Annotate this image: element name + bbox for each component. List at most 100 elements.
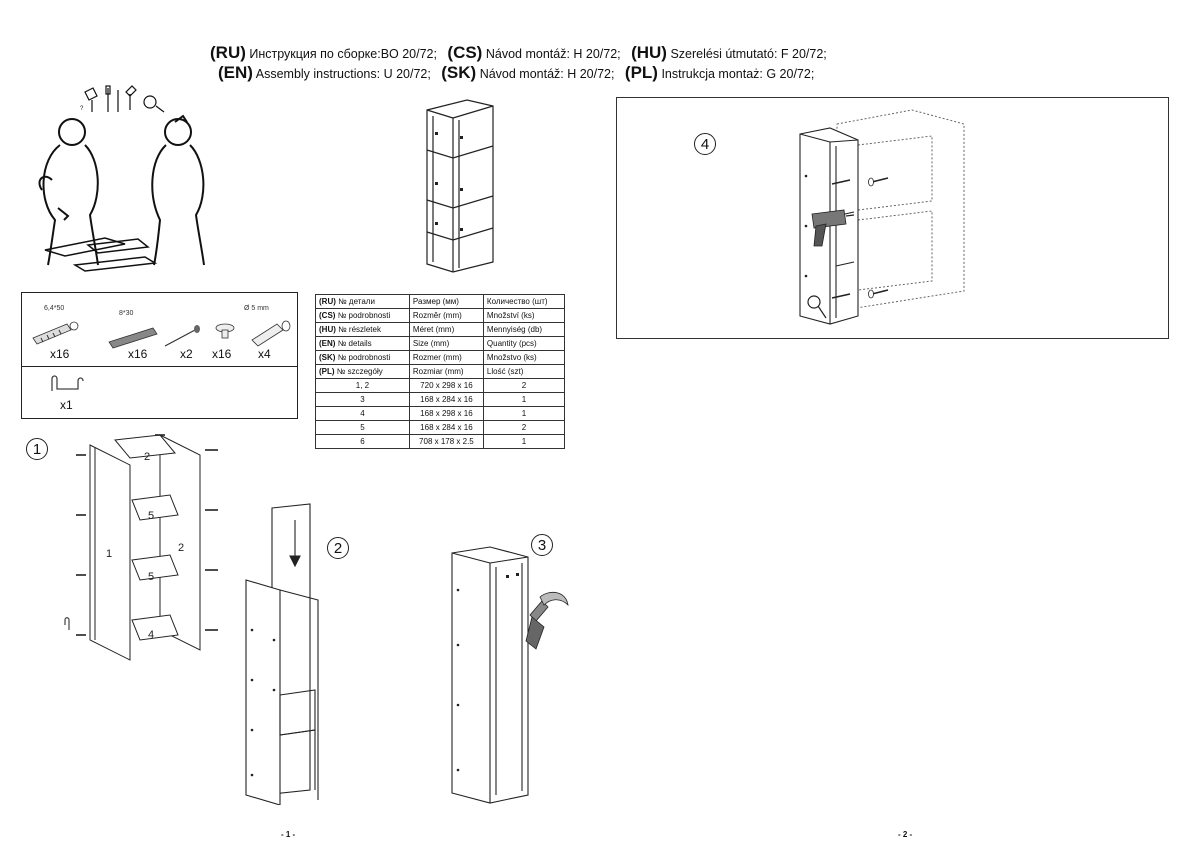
screw-icon — [251, 320, 291, 347]
part-label-shelf-a: 5 — [148, 510, 154, 522]
hardware-icons — [32, 320, 291, 349]
header-line-2: (EN) Assembly instructions: U 20/72; (SK… — [218, 63, 814, 83]
nail-icon — [164, 325, 200, 347]
pin-size-label: 8*30 — [119, 310, 134, 317]
wrench-icon — [807, 295, 827, 319]
lang-code: (HU) — [631, 43, 667, 62]
lang-code: (HU) — [319, 325, 336, 334]
step-3-nailing-diagram — [451, 546, 569, 804]
screw-qty: x4 — [258, 347, 271, 361]
cap-icon — [215, 323, 235, 339]
col-size: Rozměr (mm) — [408, 308, 484, 323]
part-label-bottom: 4 — [148, 629, 154, 641]
lang-code: (RU) — [319, 297, 336, 306]
lang-code: (RU) — [210, 43, 246, 62]
table-row: 4 168 x 298 x 16 1 — [315, 406, 566, 421]
col-detail: № részletek — [338, 325, 381, 334]
table-row: (CS) № podrobnosti Rozměr (mm) Množství … — [315, 308, 566, 323]
screw-size-label: Ø 5 mm — [244, 305, 269, 312]
col-size: Размер (мм) — [408, 294, 484, 309]
col-detail: № детали — [338, 297, 375, 306]
table-row: (PL) № szczegóły Rozmiar (mm) Llość (szt… — [315, 364, 566, 379]
col-detail: № podrobnosti — [337, 311, 391, 320]
lang-code: (SK) — [319, 353, 336, 362]
header-line-1: (RU) Инструкция по сборке:BO 20/72; (CS)… — [210, 43, 827, 63]
col-qty: Количество (шт) — [482, 294, 566, 309]
header-text: Instrukcja montaż: G 20/72; — [661, 67, 815, 81]
part-label-top: 2 — [144, 451, 150, 463]
lang-code: (CS) — [447, 43, 483, 62]
table-row: 1, 2 720 x 298 x 16 2 — [315, 378, 566, 393]
pin-qty: x16 — [128, 347, 148, 361]
lang-code: (SK) — [441, 63, 477, 82]
table-row: (SK) № podrobnosti Rozmer (mm) Množstvo … — [315, 350, 566, 365]
page-number-right: - 2 - — [898, 830, 913, 839]
col-size: Size (mm) — [408, 336, 484, 351]
step-2-back-panel-diagram — [245, 503, 319, 805]
part-size: 168 x 298 x 16 — [408, 406, 484, 421]
tools-icon: ? — [80, 85, 165, 113]
drill-icon — [811, 209, 855, 247]
dowel-qty: x16 — [50, 347, 70, 361]
parts-spec-table: (RU) № детали Размер (мм) Количество (шт… — [315, 294, 566, 449]
col-size: Rozmer (mm) — [408, 350, 484, 365]
page-number-left: - 1 - — [281, 830, 296, 839]
hook-qty: x1 — [60, 398, 73, 412]
part-number: 5 — [315, 420, 410, 435]
table-row: 5 168 x 284 x 16 2 — [315, 420, 566, 435]
col-detail: № details — [337, 339, 372, 348]
part-number: 4 — [315, 406, 410, 421]
step-4-wall-mount-diagram — [799, 109, 965, 325]
col-qty: Quantity (pcs) — [482, 336, 566, 351]
part-size: 708 x 178 x 2.5 — [408, 434, 484, 449]
step-4-number: 4 — [694, 133, 716, 155]
header-text: Návod montáž: H 20/72; — [485, 47, 621, 61]
col-qty: Llość (szt) — [482, 364, 566, 379]
table-row: (HU) № részletek Méret (mm) Mennyiség (d… — [315, 322, 566, 337]
part-qty: 2 — [482, 420, 566, 435]
parts-divider — [22, 366, 297, 367]
header-text: Assembly instructions: U 20/72; — [255, 67, 431, 81]
hook-icon — [51, 375, 84, 391]
part-number: 1, 2 — [315, 378, 410, 393]
table-row: 6 708 x 178 x 2.5 1 — [315, 434, 566, 449]
part-size: 168 x 284 x 16 — [408, 392, 484, 407]
part-number: 3 — [315, 392, 410, 407]
lang-code: (EN) — [319, 339, 336, 348]
part-qty: 1 — [482, 406, 566, 421]
part-number: 6 — [315, 434, 410, 449]
lang-code: (EN) — [218, 63, 253, 82]
col-qty: Mennyiség (db) — [482, 322, 566, 337]
hardware-parts-box: 6,4*50 8*30 Ø 5 mm x16 x16 x2 — [21, 292, 298, 419]
part-label-left-side: 1 — [106, 548, 112, 560]
lang-code: (CS) — [319, 311, 336, 320]
header-text: Szerelési útmutató: F 20/72; — [670, 47, 827, 61]
part-qty: 1 — [482, 392, 566, 407]
step-4-panel: 4 — [616, 97, 1169, 339]
table-row: 3 168 x 284 x 16 1 — [315, 392, 566, 407]
step-1-number: 1 — [26, 438, 48, 460]
header-text: Návod montáž: H 20/72; — [479, 67, 615, 81]
dowel-size-label: 6,4*50 — [44, 305, 65, 312]
lang-code: (PL) — [319, 367, 335, 376]
anchor-dowel-icon — [32, 321, 79, 345]
assembled-cabinet-illustration — [426, 99, 494, 273]
wooden-pin-icon — [108, 327, 158, 349]
part-qty: 1 — [482, 434, 566, 449]
col-detail: № szczegóły — [336, 367, 383, 376]
step-1-exploded-diagram: 2 5 5 4 1 2 — [64, 434, 218, 661]
part-size: 168 x 284 x 16 — [408, 420, 484, 435]
part-size: 720 x 298 x 16 — [408, 378, 484, 393]
cap-qty: x16 — [212, 347, 232, 361]
col-qty: Množství (ks) — [482, 308, 566, 323]
step-2-number: 2 — [327, 537, 349, 559]
hook-small-icon — [64, 617, 70, 630]
part-label-right-side: 2 — [178, 542, 184, 554]
table-row: (EN) № details Size (mm) Quantity (pcs) — [315, 336, 566, 351]
step-3-number: 3 — [531, 534, 553, 556]
header-text: Инструкция по сборке:BO 20/72; — [249, 47, 437, 61]
col-size: Rozmiar (mm) — [408, 364, 484, 379]
nail-qty: x2 — [180, 347, 193, 361]
svg-text:?: ? — [80, 106, 84, 112]
table-row: (RU) № детали Размер (мм) Количество (шт… — [315, 294, 566, 309]
